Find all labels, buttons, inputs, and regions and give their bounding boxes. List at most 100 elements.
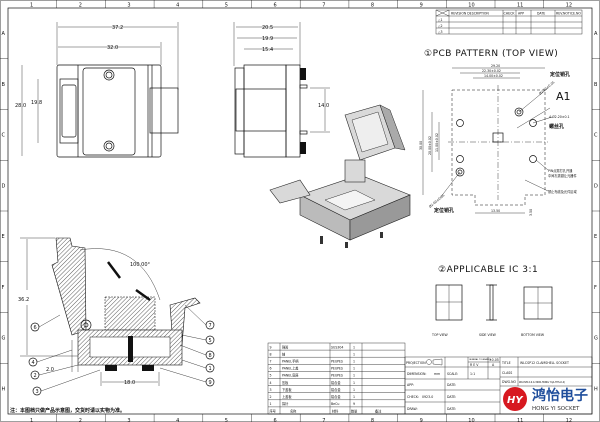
column-label: 7 (322, 418, 325, 422)
balloon-number: 6 (34, 325, 37, 331)
scale-value: 1:1 (470, 372, 475, 376)
bom-qty: 1 (353, 374, 355, 378)
projection-label: PROJECTION (406, 361, 426, 365)
balloon-9 (205, 377, 215, 387)
column-label: 10 (468, 3, 474, 9)
label-a1: A1 (556, 90, 571, 103)
pcb-pattern-title: ①PCB PATTERN (TOP VIEW) (424, 49, 558, 59)
front-view: 37.2 32.0 28.0 19.8 (15, 22, 179, 158)
title-label: TITLE (501, 361, 511, 365)
balloon-1 (205, 363, 215, 373)
revision-table: REVISION DESCRIPTION CHECK APP DATE REV.… (435, 9, 583, 35)
balloon-number: 5 (209, 338, 212, 344)
dwg-value: WLCSP12-0.4-3000-HONG YI(A-HYS-0.4) (519, 381, 565, 384)
column-label: 9 (420, 3, 423, 9)
bom-name: 下盖板 (282, 387, 292, 392)
column-label: 11 (517, 3, 523, 9)
label-pin-size-bottom: Ø2.00±0.05 (427, 192, 445, 208)
bom-material: BeCu (331, 402, 339, 406)
bom-no: 4 (270, 381, 272, 385)
bom-row: 4 压板 铝合金 1 (270, 380, 356, 385)
column-label: 8 (371, 3, 374, 9)
applicable-ic: ②APPLICABLE IC 3:1 TOP VIEW SIDE VIEW BO… (431, 265, 553, 337)
column-label: 4 (176, 3, 179, 9)
dim-28-0: 28.0 (15, 103, 26, 109)
column-label: 6 (274, 418, 277, 422)
draw-label: DRAW: (407, 407, 418, 411)
rev-header-app: APP (518, 12, 524, 16)
label-hole-size: 4-Ø2.20±0.1 (549, 114, 570, 119)
column-label: 8 (371, 418, 374, 422)
bom-qty: 1 (353, 381, 355, 385)
balloon-4 (28, 357, 38, 367)
row-label: C (594, 133, 598, 139)
row-label: F (2, 285, 5, 291)
bom-no: 2 (270, 395, 272, 399)
row-label: H (2, 386, 6, 392)
column-label: 3 (127, 3, 130, 9)
dim-20-5: 20.5 (262, 25, 273, 31)
column-label: 1 (30, 3, 33, 9)
balloon-number: 2 (34, 373, 37, 379)
label-pin-hole-top: 定位销孔 (549, 71, 570, 78)
pcb-dim-20-00: 20.00±0.02 (428, 136, 432, 155)
class-label: CLASS (502, 371, 512, 375)
rev-row-3: △3 (438, 30, 442, 34)
title-block: PROJECTION GENERAL TOLERANCE ±0.05 R E V… (404, 356, 593, 415)
dim-32-0: 32.0 (107, 45, 118, 51)
row-label: B (2, 82, 6, 88)
dim-36-2: 36.2 (18, 297, 29, 303)
pcb-dim-13-50: 13.50 (491, 209, 500, 213)
rev-row-1: △1 (438, 18, 442, 22)
bom-material: 铝合金 (331, 394, 341, 399)
bom-header-cell: 备注 (375, 409, 382, 414)
bom-no: 9 (270, 345, 272, 349)
bom-material: SUS304 (331, 345, 343, 349)
row-label: D (2, 183, 6, 189)
balloon-6 (30, 322, 40, 332)
rev-row-2: △2 (438, 24, 442, 28)
row-label: F (594, 285, 597, 291)
balloon-number: 1 (209, 366, 212, 372)
bom-no: 8 (270, 352, 272, 356)
label-screw-hole: 螺丝孔 (549, 123, 564, 130)
angle-label: 100.00° (130, 262, 150, 268)
logo-chinese-name: 鸿怡电子 (532, 387, 588, 404)
balloon-8 (205, 350, 215, 360)
bom-material: 铝合金 (331, 387, 341, 392)
check-value: 0923-0 (422, 395, 433, 399)
column-label: 4 (176, 418, 179, 422)
tolerance-value: ±0.05 (489, 358, 499, 362)
bom-header-cell: 名称 (290, 409, 297, 414)
note-right-1: PIN点需打孔开通 (548, 168, 573, 173)
bom-material: 铝合金 (331, 380, 341, 385)
isometric-render (269, 104, 411, 248)
column-label: 9 (420, 418, 423, 422)
bom-material: PEI/PES (331, 367, 343, 371)
column-label: 5 (225, 3, 228, 9)
row-label: C (2, 133, 6, 139)
bom-header-cell: 材料 (332, 409, 339, 414)
bom-header-cell: 数量 (351, 409, 358, 414)
dim-14-0: 14.0 (318, 103, 329, 109)
pcb-dim-29-20: 29.20 (491, 64, 500, 68)
bom-name: 上盖板 (282, 394, 292, 399)
bom-name: 压板 (282, 380, 289, 385)
bom-no: 5 (270, 374, 272, 378)
column-label: 3 (127, 418, 130, 422)
column-label: 10 (468, 418, 474, 422)
company-logo: HY 鸿怡电子 HONG YI SOCKET (503, 387, 588, 412)
bom-no: 3 (270, 388, 272, 392)
logo-english-name: HONG YI SOCKET (532, 406, 580, 412)
rev-header-check: CHECK (504, 12, 516, 16)
column-label: 12 (566, 418, 572, 422)
app-label: APP: (407, 383, 414, 387)
applicable-ic-title: ②APPLICABLE IC 3:1 (438, 265, 538, 275)
